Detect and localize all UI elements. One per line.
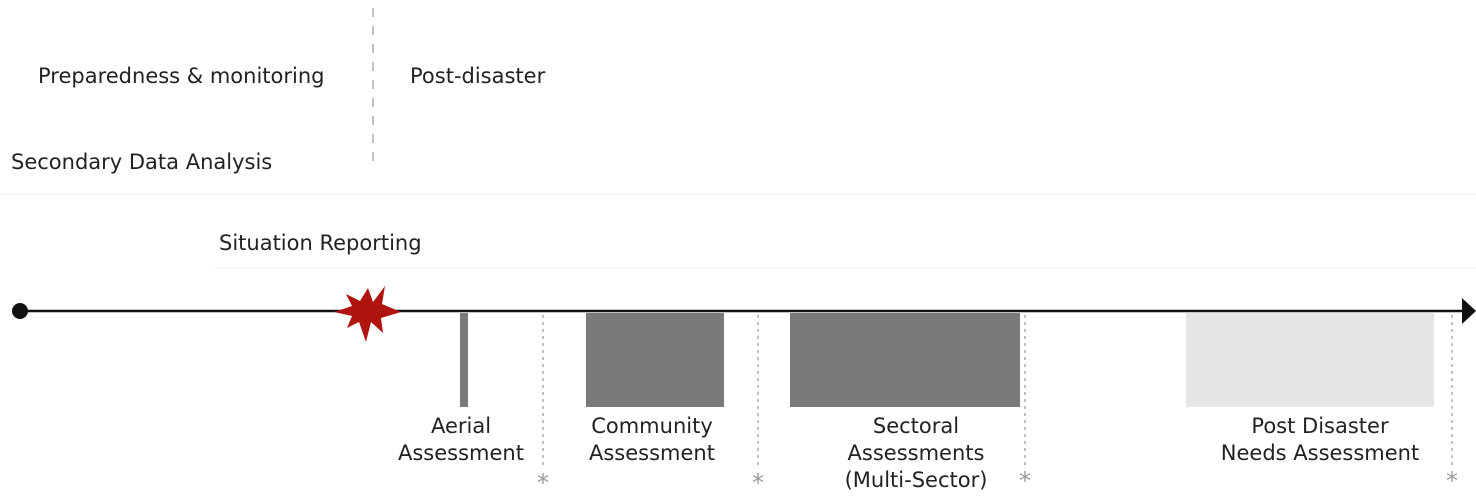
start-dot-icon [12,303,28,319]
bar-sectoral-assessments [790,313,1020,407]
label-line: Assessment [398,441,524,465]
bar-community-assessment [586,313,724,407]
asterisk-marker-icon: * [752,469,764,496]
label-aerial-assessment: Aerial Assessment [394,413,528,467]
label-line: (Multi-Sector) [844,468,988,492]
label-line: Sectoral [872,414,960,438]
phase-label-preparedness: Preparedness & monitoring [38,64,325,88]
bar-post-disaster-needs-assessment [1186,313,1434,407]
asterisk-marker-icon: * [537,469,549,496]
asterisk-marker-icon: * [1019,467,1031,495]
label-community-assessment: Community Assessment [571,413,733,467]
label-sectoral-assessments: Sectoral Assessments (Multi-Sector) [830,413,1002,494]
band-label-situation-reporting: Situation Reporting [219,231,422,255]
disaster-burst-icon [334,286,401,342]
bar-aerial-assessment [460,313,468,407]
label-line: Needs Assessment [1220,441,1420,465]
label-line: Assessments [847,441,985,465]
label-line: Post Disaster [1251,414,1389,438]
label-line: Assessment [589,441,715,465]
label-line: Aerial [430,414,492,438]
band-label-secondary-data: Secondary Data Analysis [11,150,273,174]
arrowhead-icon [1462,298,1476,324]
label-line: Community [591,414,713,438]
asterisk-marker-icon: * [1446,467,1458,495]
label-post-disaster-needs-assessment: Post Disaster Needs Assessment [1204,413,1436,467]
phase-label-post-disaster: Post-disaster [410,64,546,88]
